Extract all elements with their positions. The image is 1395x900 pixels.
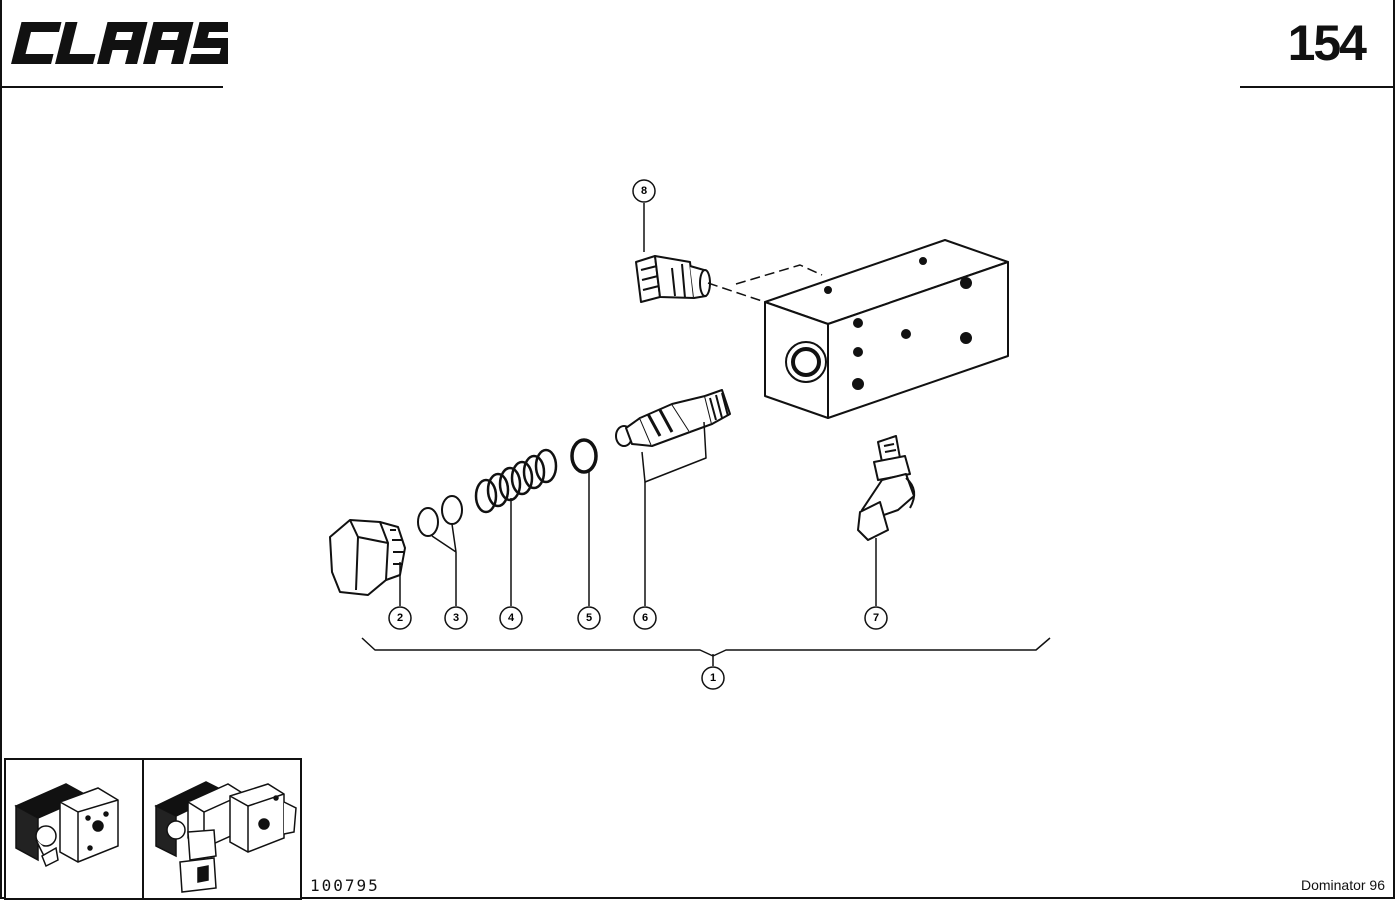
svg-text:5: 5 bbox=[586, 612, 592, 624]
page-number-rule bbox=[1240, 86, 1393, 88]
washer-3b bbox=[441, 495, 463, 525]
o-ring-5 bbox=[570, 438, 598, 474]
callout-8: 8 bbox=[632, 179, 656, 203]
drawing-number: 100795 bbox=[310, 876, 380, 895]
model-name: Dominator 96 bbox=[1300, 877, 1385, 893]
callout-5: 5 bbox=[577, 606, 601, 630]
callout-7: 7 bbox=[864, 606, 888, 630]
callout-1: 1 bbox=[701, 666, 725, 690]
fitting-8 bbox=[635, 255, 711, 303]
assembly-bracket bbox=[361, 637, 1051, 657]
callout-6: 6 bbox=[633, 606, 657, 630]
logo-rule bbox=[2, 86, 223, 88]
plug-2 bbox=[329, 519, 406, 596]
washer-3a bbox=[417, 507, 439, 537]
svg-text:4: 4 bbox=[508, 612, 515, 624]
elbow-fitting-7 bbox=[857, 435, 916, 541]
svg-text:2: 2 bbox=[397, 612, 403, 624]
valve-poppet-6 bbox=[615, 389, 731, 447]
leader-lines bbox=[399, 203, 877, 666]
callout-4: 4 bbox=[499, 606, 523, 630]
spring-4 bbox=[474, 448, 558, 514]
claas-logo bbox=[11, 22, 228, 64]
page-number: 154 bbox=[1287, 15, 1367, 71]
svg-text:8: 8 bbox=[641, 185, 647, 197]
callout-2: 2 bbox=[388, 606, 412, 630]
valve-block bbox=[764, 239, 1009, 419]
svg-text:1: 1 bbox=[710, 672, 716, 684]
svg-text:7: 7 bbox=[873, 612, 879, 624]
svg-text:6: 6 bbox=[642, 612, 648, 624]
thumbnail-overview-1 bbox=[4, 758, 142, 900]
callout-3: 3 bbox=[444, 606, 468, 630]
svg-text:3: 3 bbox=[453, 612, 459, 624]
thumbnail-overview-2 bbox=[142, 758, 302, 900]
